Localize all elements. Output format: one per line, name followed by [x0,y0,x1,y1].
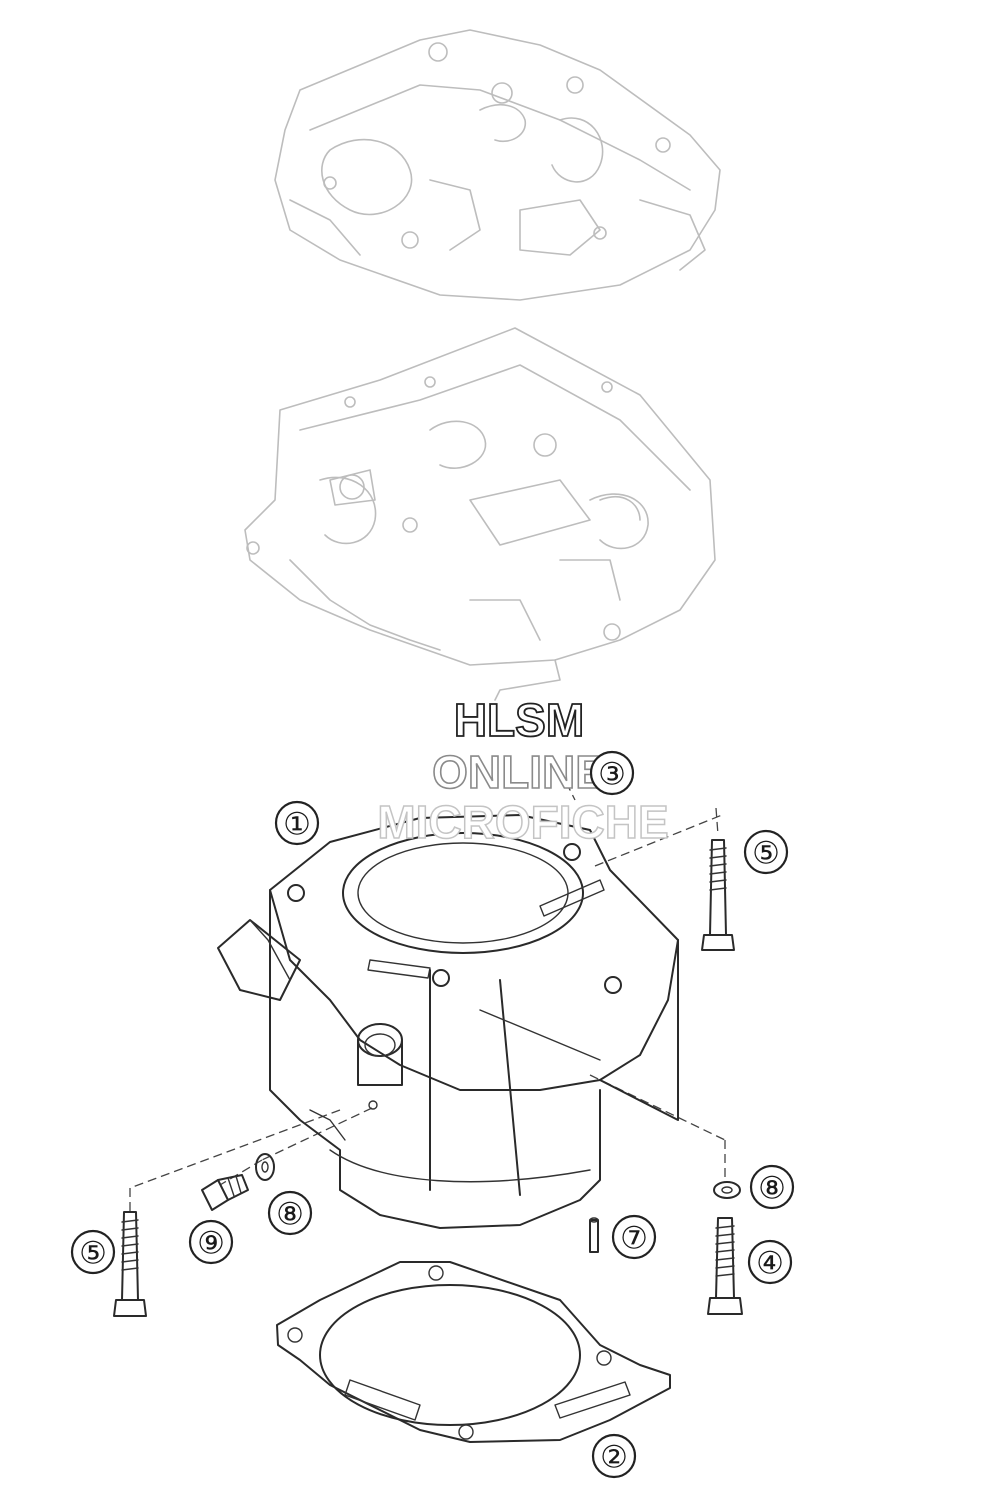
callout-8b-label: ⑧ [276,1197,304,1232]
base-gasket-part [276,1261,671,1443]
screw-plug [201,1174,249,1211]
callout-8a-label: ⑧ [758,1171,786,1206]
watermark-line1: HLSM [454,694,584,746]
callout-5a: ⑤ [743,829,789,875]
cylinder-part [217,814,679,1229]
washer-right [713,1181,741,1199]
callout-3-label: ③ [598,757,626,792]
callout-1-label: ① [283,807,311,842]
stud-bolt-lower-right [707,1217,743,1315]
callout-4: ④ [747,1239,793,1285]
stud-bolt-lower-left [113,1211,147,1317]
callout-9: ⑨ [188,1219,234,1265]
callout-8a: ⑧ [749,1164,795,1210]
callout-7: ⑦ [611,1214,657,1260]
watermark-line3: MICROFICHE [377,796,668,848]
callout-2-label: ② [600,1440,628,1475]
cylinder-head-ghost [244,327,716,701]
callout-1: ① [274,800,320,846]
callout-5b-label: ⑤ [79,1236,107,1271]
dowel-pin [589,1217,599,1253]
callout-3: ③ [589,750,635,796]
callout-4-label: ④ [756,1246,784,1281]
callout-9-label: ⑨ [197,1226,225,1261]
washer-left [255,1153,275,1181]
valve-cover-ghost [274,29,721,301]
callout-5b: ⑤ [70,1229,116,1275]
watermark-line2: ONLINE [432,746,606,798]
callout-7-label: ⑦ [620,1221,648,1256]
watermark: HLSM ONLINE MICROFICHE [377,693,670,849]
stud-bolt-upper [701,839,735,951]
callout-8b: ⑧ [267,1190,313,1236]
callout-2: ② [591,1433,637,1479]
alignment-lines [129,769,726,1212]
callout-5a-label: ⑤ [752,836,780,871]
